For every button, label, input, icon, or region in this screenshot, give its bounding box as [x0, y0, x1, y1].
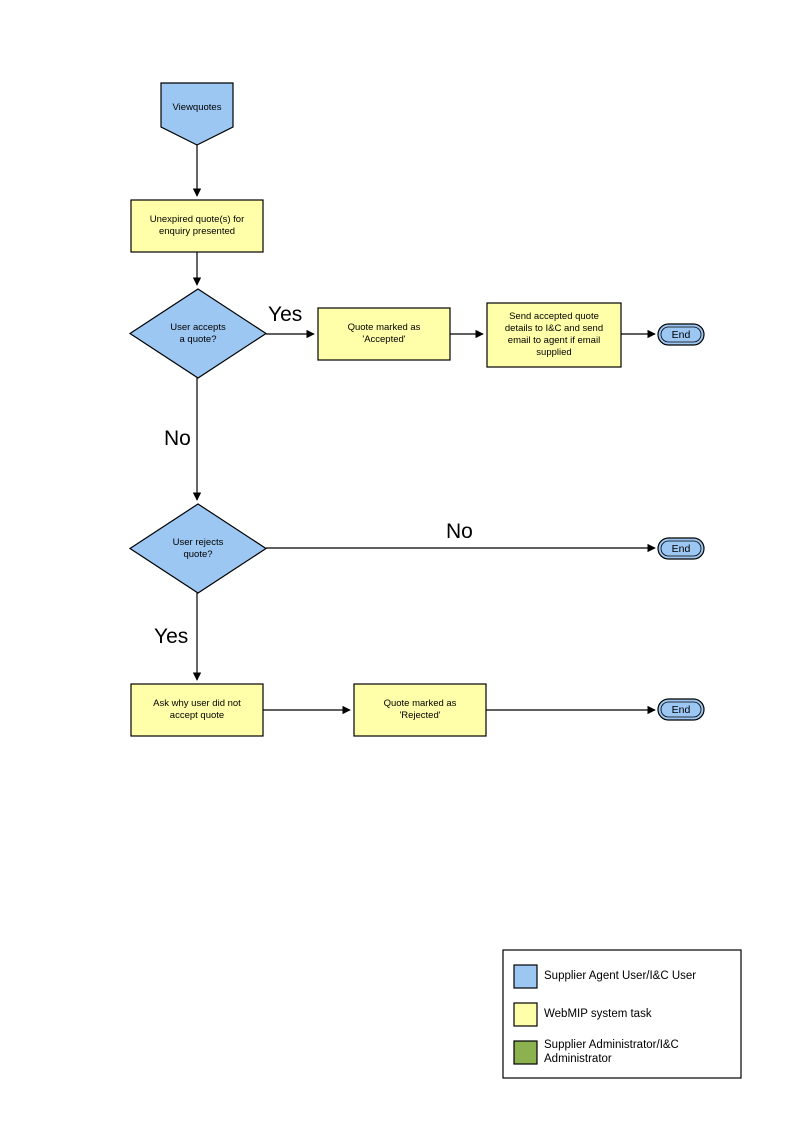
node-start-viewquotes[interactable]	[160, 82, 234, 146]
node-decision-user-accepts[interactable]	[128, 288, 268, 379]
edge-label-no-rejects: No	[446, 520, 473, 543]
node-end-accepted[interactable]	[657, 323, 705, 346]
legend-label-supplier-agent: Supplier Agent User/I&C User	[544, 970, 697, 982]
legend-swatch-webmip-task	[513, 1002, 538, 1027]
node-quote-marked-accepted[interactable]	[317, 307, 451, 361]
legend-swatch-supplier-admin	[513, 1040, 538, 1065]
node-unexpired-quotes[interactable]	[130, 199, 264, 253]
legend-label-supplier-admin: Supplier Administrator/I&C Administrator	[544, 1039, 679, 1065]
legend-label-webmip-task: WebMIP system task	[544, 1008, 652, 1020]
legend-swatch-supplier-agent	[513, 964, 538, 989]
node-ask-why-not-accepted[interactable]	[130, 683, 264, 737]
node-send-accepted-details[interactable]	[486, 302, 622, 368]
edge-label-no-accepts: No	[164, 427, 191, 450]
node-decision-user-rejects[interactable]	[128, 503, 268, 594]
node-quote-marked-rejected[interactable]	[353, 683, 487, 737]
node-end-no-reject[interactable]	[657, 537, 705, 560]
node-end-rejected[interactable]	[657, 698, 705, 721]
edge-label-yes-accepts: Yes	[268, 303, 303, 326]
legend-panel	[502, 949, 742, 1079]
edge-label-yes-rejects: Yes	[154, 625, 189, 648]
